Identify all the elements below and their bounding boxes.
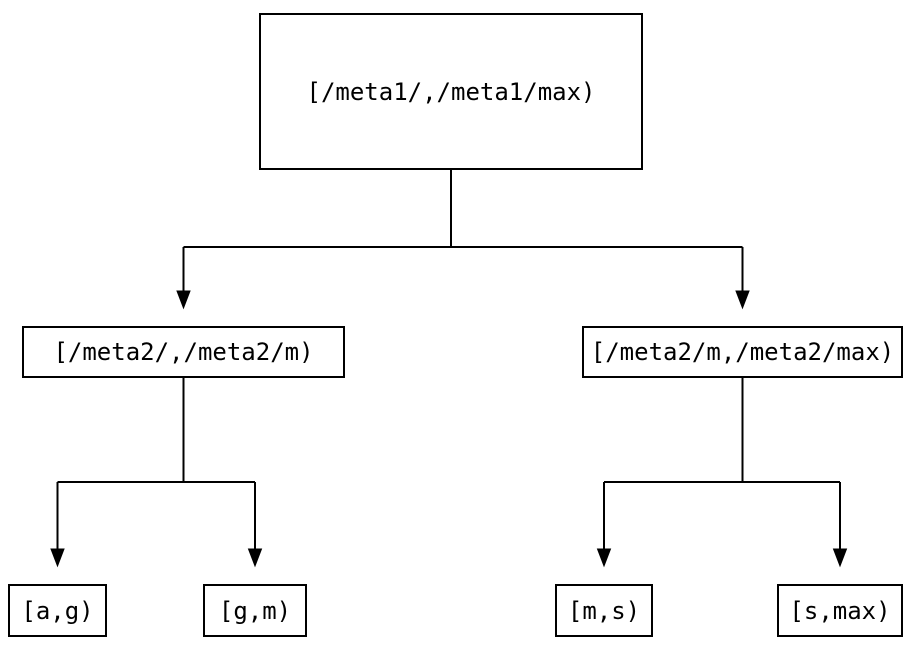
tree-node-leaf-gm: [g,m) bbox=[203, 584, 307, 637]
arrowhead-icon bbox=[247, 548, 263, 568]
node-label: [s,max) bbox=[789, 596, 891, 625]
edge-root-to-children bbox=[176, 170, 750, 310]
arrowhead-icon bbox=[176, 290, 191, 310]
node-label: [/meta1/,/meta1/max) bbox=[306, 77, 596, 106]
tree-node-leaf-ag: [a,g) bbox=[8, 584, 107, 637]
tree-node-root: [/meta1/,/meta1/max) bbox=[259, 13, 643, 170]
node-label: [/meta2/m,/meta2/max) bbox=[590, 338, 895, 366]
tree-node-meta2-left: [/meta2/,/meta2/m) bbox=[22, 326, 345, 378]
tree-node-leaf-ms: [m,s) bbox=[555, 584, 653, 637]
arrowhead-icon bbox=[735, 290, 750, 310]
node-label: [m,s) bbox=[567, 596, 641, 625]
edge-left-to-leaves bbox=[50, 378, 263, 568]
node-label: [a,g) bbox=[21, 596, 94, 625]
tree-node-leaf-smax: [s,max) bbox=[777, 584, 903, 637]
arrowhead-icon bbox=[50, 548, 65, 568]
node-label: [/meta2/,/meta2/m) bbox=[53, 338, 314, 366]
arrowhead-icon bbox=[596, 548, 612, 568]
arrowhead-icon bbox=[832, 548, 848, 568]
edge-right-to-leaves bbox=[596, 378, 848, 568]
tree-node-meta2-right: [/meta2/m,/meta2/max) bbox=[582, 326, 903, 378]
node-label: [g,m) bbox=[218, 596, 292, 625]
